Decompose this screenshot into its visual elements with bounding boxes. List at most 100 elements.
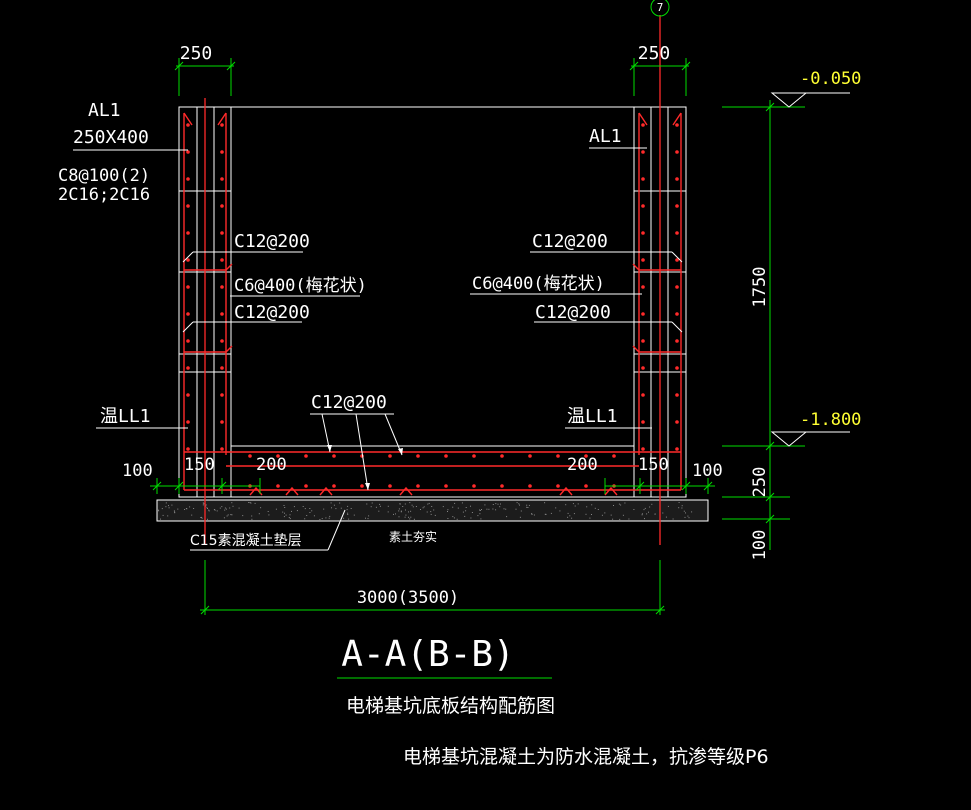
rebar-dot bbox=[528, 454, 532, 458]
rebar-dot bbox=[220, 339, 224, 343]
rebar-dot bbox=[186, 231, 190, 235]
right-lower-h: C12@200 bbox=[535, 302, 611, 323]
rebar-dot bbox=[186, 366, 190, 370]
rebar-dot bbox=[444, 484, 448, 488]
left-lower-h: C12@200 bbox=[234, 302, 310, 323]
dim-right-height: 1750 bbox=[750, 267, 770, 308]
rebar-dot bbox=[500, 454, 504, 458]
rebar-dot bbox=[612, 454, 616, 458]
rebar-dot bbox=[641, 393, 645, 397]
rebar-dot bbox=[675, 258, 679, 262]
rebar-dot bbox=[641, 204, 645, 208]
rebar-dot bbox=[528, 484, 532, 488]
rebar-dot bbox=[220, 312, 224, 316]
cushion-label: C15素混凝土垫层 bbox=[190, 533, 302, 549]
rebar-dot bbox=[220, 447, 224, 451]
rebar-dot bbox=[388, 484, 392, 488]
rebar-dot bbox=[388, 454, 392, 458]
rebar-dot bbox=[220, 393, 224, 397]
dim-top-left: 250 bbox=[180, 43, 213, 64]
right-upper-h: C12@200 bbox=[532, 231, 608, 252]
rebar-dot bbox=[186, 447, 190, 451]
rebar-dot bbox=[186, 312, 190, 316]
cushion-layer bbox=[156, 499, 709, 522]
rebar-dot bbox=[276, 454, 280, 458]
rebar-dot bbox=[675, 366, 679, 370]
rebar-dot bbox=[584, 454, 588, 458]
rebar-dot bbox=[332, 484, 336, 488]
slab-rebar: C12@200 bbox=[311, 392, 387, 413]
axis-bubble: 7 bbox=[650, 0, 670, 17]
level-top: -0.050 bbox=[800, 69, 861, 89]
rebar-dot bbox=[556, 484, 560, 488]
rebar-dot bbox=[641, 150, 645, 154]
rebar-dot bbox=[186, 285, 190, 289]
rebar-dot bbox=[641, 339, 645, 343]
rebar-dot bbox=[675, 339, 679, 343]
rebar-dot bbox=[675, 447, 679, 451]
rebar-dot bbox=[220, 204, 224, 208]
waterproof-note: 电梯基坑混凝土为防水混凝土，抗渗等级P6 bbox=[403, 746, 769, 768]
rebar-dot bbox=[472, 454, 476, 458]
rebar-dot bbox=[220, 258, 224, 262]
rebar-dot bbox=[220, 366, 224, 370]
slab-right-edge: 100 bbox=[692, 461, 723, 481]
rebar-dot bbox=[220, 420, 224, 424]
rebar-dot bbox=[416, 454, 420, 458]
section-subtitle: 电梯基坑底板结构配筋图 bbox=[346, 695, 555, 717]
rebar-dot bbox=[675, 285, 679, 289]
rebar-dot bbox=[220, 231, 224, 235]
rebar-dot bbox=[220, 285, 224, 289]
bottom-dim: 3000(3500) bbox=[357, 588, 459, 608]
left-tie: C6@400(梅花状) bbox=[234, 276, 367, 296]
left-upper-h: C12@200 bbox=[234, 231, 310, 252]
rebar-dot bbox=[675, 177, 679, 181]
level-bottom: -1.800 bbox=[800, 410, 861, 430]
rebar-dot bbox=[186, 177, 190, 181]
rebar-dot bbox=[220, 150, 224, 154]
left-al-size: 250X400 bbox=[73, 127, 149, 148]
rebar-dot bbox=[444, 454, 448, 458]
rebar-dot bbox=[675, 150, 679, 154]
right-tie: C6@400(梅花状) bbox=[472, 274, 605, 294]
left-bars: 2C16;2C16 bbox=[58, 185, 150, 205]
left-stirrup: C8@100(2) bbox=[58, 166, 150, 186]
rebar-dot bbox=[186, 258, 190, 262]
rebar-dot bbox=[220, 123, 224, 127]
rebar-dot bbox=[675, 123, 679, 127]
rebar-dot bbox=[248, 454, 252, 458]
leader-lines bbox=[73, 147, 683, 551]
soil-label: 素土夯实 bbox=[389, 529, 437, 544]
rebar-dot bbox=[675, 393, 679, 397]
rebar-dot bbox=[360, 484, 364, 488]
rebar-dot bbox=[556, 454, 560, 458]
text-annotations: 250 250 -0.050 -1.800 1750 250 100 AL1 2… bbox=[58, 43, 861, 768]
axis-bubble-label: 7 bbox=[657, 1, 664, 14]
level-markers bbox=[770, 92, 850, 447]
rebar-dot bbox=[584, 484, 588, 488]
rebar-dot bbox=[304, 484, 308, 488]
rebar-layout bbox=[183, 112, 682, 496]
rebar-dot bbox=[472, 484, 476, 488]
rebar-dot bbox=[641, 285, 645, 289]
rebar-dot bbox=[641, 447, 645, 451]
rebar-dot bbox=[304, 454, 308, 458]
rebar-dot bbox=[186, 420, 190, 424]
rebar-dot bbox=[186, 123, 190, 127]
rebar-dot bbox=[416, 484, 420, 488]
dim-top-right: 250 bbox=[638, 43, 671, 64]
rebar-dot bbox=[675, 204, 679, 208]
rebar-dot bbox=[186, 150, 190, 154]
rebar-dot bbox=[641, 231, 645, 235]
section-title: A-A(B-B) bbox=[341, 634, 514, 675]
right-ll: 温LL1 bbox=[567, 406, 618, 427]
dimensions bbox=[150, 58, 805, 679]
slab-right-lap: 200 bbox=[567, 455, 598, 475]
rebar-dot bbox=[186, 393, 190, 397]
rebar-dot bbox=[641, 123, 645, 127]
left-ll: 温LL1 bbox=[100, 406, 151, 427]
slab-left-lap: 200 bbox=[256, 455, 287, 475]
rebar-dot bbox=[641, 258, 645, 262]
slab-right-wall: 150 bbox=[638, 455, 669, 475]
